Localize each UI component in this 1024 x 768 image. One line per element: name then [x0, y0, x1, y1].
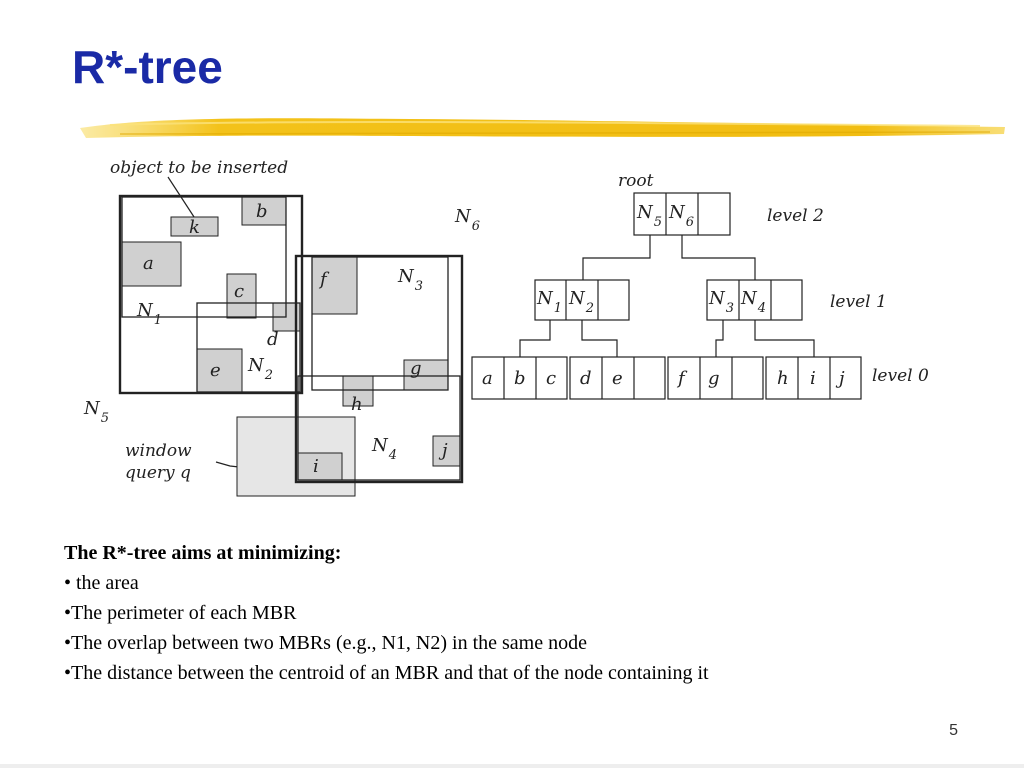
object-a-rect [121, 241, 182, 287]
leaf-entry-c: c [546, 368, 556, 389]
leaf-entry-h: h [777, 368, 789, 389]
window-annotation-line1: window [125, 441, 192, 461]
object-k-rect [170, 216, 219, 237]
object-e-rect [196, 348, 243, 393]
body-heading: The R*-tree aims at minimizing: [64, 542, 342, 564]
level1-entry-n2: N2 [568, 288, 594, 316]
root-annotation: root [618, 171, 654, 191]
title-underline-brush [80, 118, 1005, 138]
object-k-label: k [189, 217, 200, 238]
object-c-label: c [234, 281, 244, 302]
insert-arrow [167, 176, 197, 221]
leaf-entry-f: f [676, 368, 688, 389]
edge-n3-leaf [715, 320, 724, 357]
bullet-overlap: •The overlap between two MBRs (e.g., N1,… [64, 632, 587, 654]
mbr-n5-label: N5 [83, 398, 109, 426]
slide-title: R*-tree [72, 41, 223, 93]
edge-root-n6 [681, 235, 756, 280]
body-text: The R*-tree aims at minimizing: • the ar… [64, 538, 709, 688]
mbr-n6-rect [294, 254, 464, 484]
edge-root-n5 [582, 235, 651, 280]
level1-label: level 1 [830, 292, 887, 312]
mbr-n3-label: N3 [397, 266, 423, 294]
edge-n1-leaf [519, 320, 551, 357]
leaf-entry-d: d [580, 368, 592, 389]
bullet-perimeter: •The perimeter of each MBR [64, 602, 297, 624]
level1-entry-n3: N3 [708, 288, 734, 316]
level0-label: level 0 [872, 366, 929, 386]
window-annotation-line2: query q [125, 463, 191, 483]
mbr-n6-label: N6 [454, 206, 480, 234]
object-b-rect [241, 196, 287, 226]
object-annotation: object to be inserted [110, 158, 288, 178]
leaf-entry-g: g [708, 368, 720, 389]
leaf-entry-e: e [612, 368, 623, 389]
object-h-rect [342, 375, 374, 407]
mbr-n2-label: N2 [247, 355, 273, 383]
level1-entry-n1: N1 [536, 288, 562, 316]
mbr-n5-rect [118, 194, 304, 395]
leaf-entry-j: j [835, 368, 845, 389]
mbr-n1-label: N1 [136, 300, 162, 328]
object-b-label: b [256, 201, 268, 222]
object-f-rect [311, 256, 358, 315]
leaf-entry-a: a [482, 368, 493, 389]
mbr-n4-label: N4 [371, 435, 397, 463]
level2-label: level 2 [767, 206, 824, 226]
leaf-entry-i: i [810, 368, 816, 389]
bullet-area: • the area [64, 572, 139, 594]
object-g-label: g [410, 358, 422, 379]
object-i-label: i [313, 456, 319, 477]
object-c-rect [226, 273, 257, 319]
bottom-divider [0, 764, 1024, 768]
rtree-diagram: object to be inserted window query q roo… [83, 158, 929, 497]
object-e-label: e [210, 360, 221, 381]
object-a-label: a [143, 253, 154, 274]
page-number: 5 [949, 722, 958, 739]
object-g-rect [403, 359, 449, 391]
object-h-label: h [351, 394, 363, 415]
mbr-n4-rect [297, 375, 461, 481]
object-j-rect [432, 435, 461, 467]
edge-n2-leaf [581, 320, 618, 357]
edge-n4-leaf [754, 320, 815, 357]
root-entry-n5: N5 [636, 202, 662, 230]
object-j-label: j [438, 440, 448, 461]
leaf-entry-b: b [514, 368, 526, 389]
object-i-rect [297, 452, 343, 481]
root-entry-n6: N6 [668, 202, 694, 230]
bullet-centroid-distance: •The distance between the centroid of an… [64, 662, 709, 684]
level1-entry-n4: N4 [740, 288, 766, 316]
object-d-label: d [267, 329, 279, 350]
